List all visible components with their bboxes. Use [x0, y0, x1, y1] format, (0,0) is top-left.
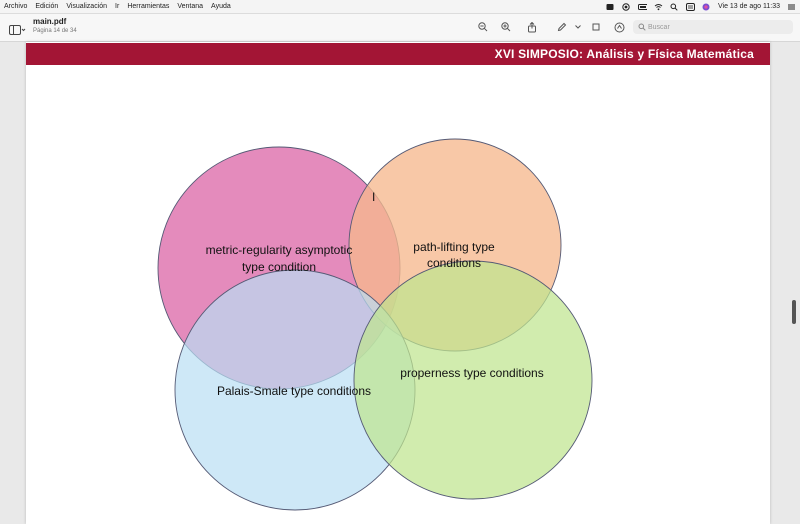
- chevron-down-icon[interactable]: [572, 21, 584, 33]
- menu-ventana[interactable]: Ventana: [177, 3, 204, 10]
- menu-herramientas[interactable]: Herramientas: [127, 3, 170, 10]
- label-palais-smale: Palais-Smale type conditions: [217, 384, 371, 398]
- annotate-icon[interactable]: [613, 21, 625, 33]
- label-metric-regularity-line-2: type condition: [242, 260, 316, 274]
- app-status-icon[interactable]: [606, 2, 615, 11]
- share-icon[interactable]: [526, 21, 538, 33]
- status-area: Vie 13 de ago 11:33: [606, 0, 796, 13]
- zoom-out-icon[interactable]: [477, 21, 489, 33]
- notification-center-icon[interactable]: [787, 2, 796, 11]
- search-icon: [638, 23, 646, 31]
- sidebar-toggle-icon[interactable]: [9, 22, 26, 35]
- venn-diagram: I metric-regularity asymptotic type cond…: [157, 138, 593, 511]
- stray-character: I: [372, 190, 375, 204]
- search-box[interactable]: [633, 20, 793, 34]
- zoom-in-icon[interactable]: [500, 21, 512, 33]
- menu-visualizacion[interactable]: Visualización: [66, 3, 108, 10]
- menu-archivo[interactable]: Archivo: [4, 3, 28, 10]
- document-title: main.pdf: [33, 17, 67, 26]
- menu-edicion[interactable]: Edición: [35, 3, 59, 10]
- label-properness: properness type conditions: [400, 366, 543, 380]
- slide-header-bar: XVI SIMPOSIO: Análisis y Física Matemáti…: [26, 43, 770, 65]
- markup-pen-icon[interactable]: [556, 21, 568, 33]
- venn-circle-properness: [353, 260, 593, 500]
- menu-clock[interactable]: Vie 13 de ago 11:33: [717, 3, 780, 10]
- control-center-icon[interactable]: [685, 2, 695, 11]
- pdf-page: XVI SIMPOSIO: Análisis y Física Matemáti…: [26, 42, 770, 524]
- search-input[interactable]: [646, 23, 788, 31]
- battery-icon[interactable]: [637, 2, 647, 11]
- menu-ayuda[interactable]: Ayuda: [211, 3, 231, 10]
- page-indicator: Página 14 de 34: [33, 28, 77, 34]
- slide-header-title: XVI SIMPOSIO: Análisis y Física Matemáti…: [494, 47, 754, 61]
- vertical-scrollbar[interactable]: [792, 300, 796, 324]
- menu-ir[interactable]: Ir: [115, 3, 120, 10]
- label-path-lifting-line-2: conditions: [427, 256, 481, 270]
- crop-icon[interactable]: [590, 21, 602, 33]
- label-metric-regularity-line-1: metric-regularity asymptotic: [206, 243, 353, 257]
- record-icon[interactable]: [622, 2, 631, 11]
- label-path-lifting-line-1: path-lifting type: [413, 240, 495, 254]
- menu-bar: Archivo Edición Visualización Ir Herrami…: [0, 0, 800, 14]
- siri-icon[interactable]: [702, 2, 711, 11]
- spotlight-search-icon[interactable]: [670, 2, 679, 11]
- window-toolbar: main.pdf Página 14 de 34: [0, 14, 800, 42]
- wifi-icon[interactable]: [654, 2, 663, 11]
